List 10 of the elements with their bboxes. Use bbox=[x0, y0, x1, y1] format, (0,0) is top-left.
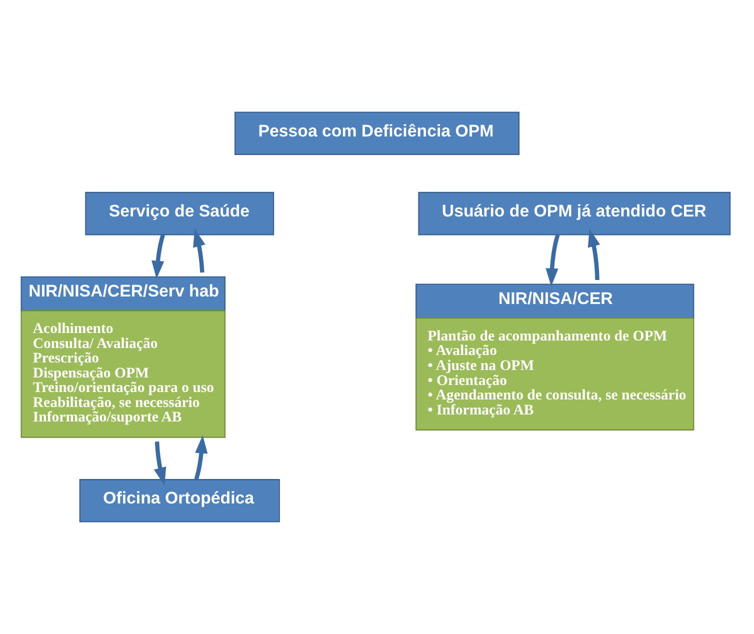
arrow bbox=[193, 228, 206, 273]
node-box: Oficina Ortopédica bbox=[79, 479, 280, 522]
arrow bbox=[546, 234, 560, 286]
arrow bbox=[194, 435, 208, 480]
arrow bbox=[588, 228, 600, 280]
arrow bbox=[152, 234, 165, 279]
node-box: Pessoa com Deficiência OPM bbox=[234, 112, 520, 155]
node-box: Usuário de OPM já atendido CER bbox=[418, 192, 731, 236]
arrow bbox=[154, 442, 166, 486]
node-box: Serviço de Saúde bbox=[85, 192, 274, 236]
